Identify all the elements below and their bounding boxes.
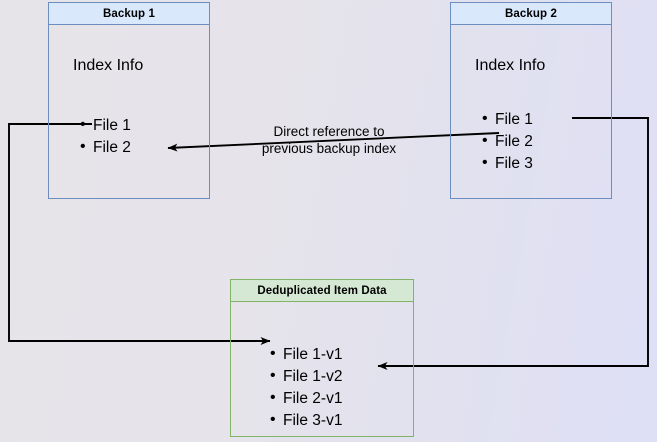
backup-2-subtitle: Index Info [475,57,546,74]
backup-2-header: Backup 2 [451,3,611,25]
backup-1-subtitle: Index Info [73,57,144,74]
backup-1-box[interactable]: Backup 1 Index Info File 1 File 2 [48,2,210,199]
backup-1-header: Backup 1 [49,3,209,25]
list-item: File 1 [482,108,533,131]
deduplicated-item-list: File 1-v1 File 1-v2 File 2-v1 File 3-v1 [239,343,343,432]
deduplicated-item-data-box[interactable]: Deduplicated Item Data File 1-v1 File 1-… [230,279,414,437]
direct-reference-label: Direct reference to previous backup inde… [245,123,413,157]
list-item: File 1 [80,114,131,137]
backup-2-item-list: File 1 File 2 File 3 [451,108,533,175]
list-item: File 3-v1 [270,409,343,432]
backup-1-body: Index Info File 1 File 2 [49,25,209,198]
direct-reference-label-line-2: previous backup index [261,141,397,156]
backup-2-body: Index Info File 1 File 2 File 3 [451,25,611,198]
list-item: File 3 [482,152,533,175]
connector-backup1-to-dedup [8,123,271,345]
direct-reference-label-line-1: Direct reference to [273,124,385,139]
connector-backup2-to-backup1-index [167,132,500,152]
list-item: File 1-v1 [270,343,343,366]
list-item: File 2 [482,130,533,153]
list-item: File 2-v1 [270,387,343,410]
backup-2-box[interactable]: Backup 2 Index Info File 1 File 2 File 3 [450,2,612,199]
list-item: File 2 [80,136,131,159]
deduplicated-item-data-header: Deduplicated Item Data [231,280,413,302]
connector-backup2-to-dedup [377,117,649,370]
backup-1-item-list: File 1 File 2 [49,114,131,159]
list-item: File 1-v2 [270,365,343,388]
deduplicated-item-data-body: File 1-v1 File 1-v2 File 2-v1 File 3-v1 [231,302,413,436]
